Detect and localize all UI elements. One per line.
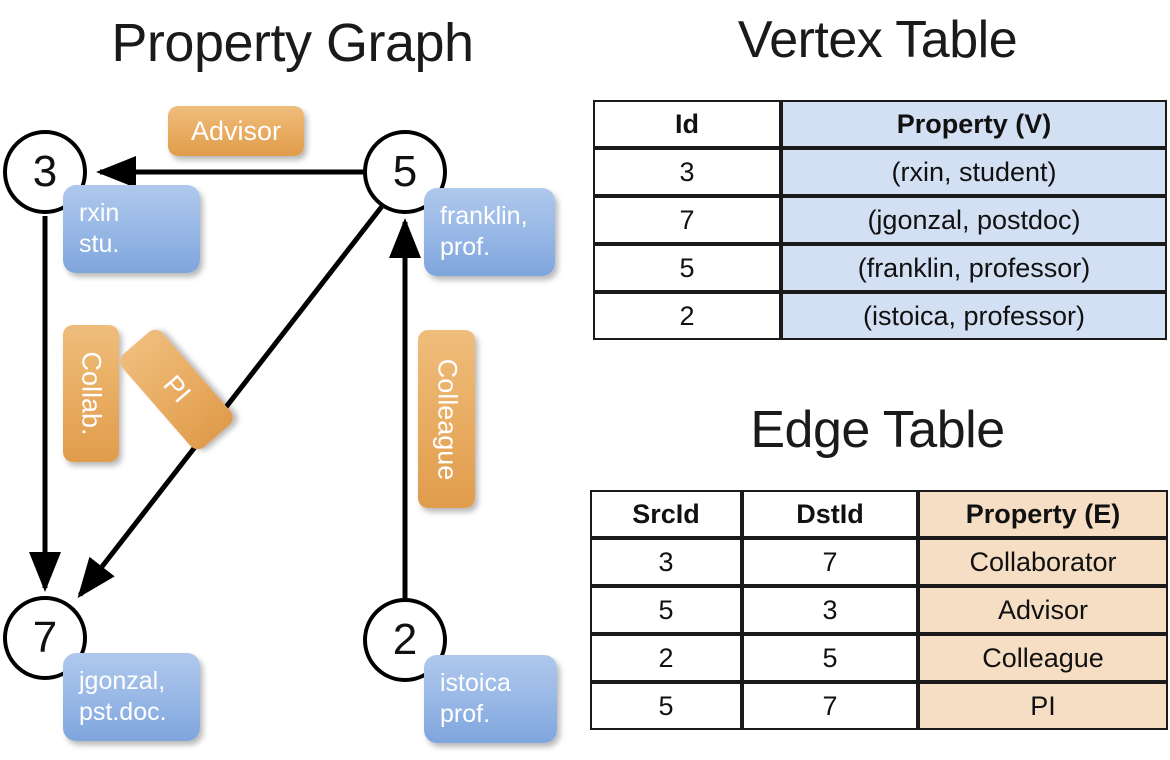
node-property-box-3: rxin stu. [63, 185, 200, 273]
cell-property: Collaborator [918, 538, 1168, 586]
cell-dstid: 5 [742, 634, 918, 682]
table-row[interactable]: 2 5 Colleague [590, 634, 1168, 682]
node-property-line-2: pst.doc. [79, 698, 167, 726]
edge-label-text: Collab. [76, 351, 107, 436]
node-property-box-5: franklin, prof. [424, 188, 555, 276]
cell-property: (jgonzal, postdoc) [781, 196, 1167, 244]
table-row[interactable]: 3 7 Collaborator [590, 538, 1168, 586]
edge-label-collab: Collab. [63, 325, 119, 462]
page-title-property-graph: Property Graph [111, 13, 474, 73]
edge-table: SrcId DstId Property (E) 3 7 Collaborato… [590, 490, 1168, 730]
vertex-table: Id Property (V) 3 (rxin, student) 7 (jgo… [593, 100, 1167, 340]
cell-property: Colleague [918, 634, 1168, 682]
cell-property: PI [918, 682, 1168, 730]
cell-id: 3 [593, 148, 781, 196]
node-property-box-2: istoica prof. [424, 655, 557, 743]
table-row[interactable]: 7 (jgonzal, postdoc) [593, 196, 1167, 244]
cell-property: Advisor [918, 586, 1168, 634]
graph-node-5[interactable]: 5 [363, 130, 447, 214]
cell-srcid: 3 [590, 538, 742, 586]
cell-property: (franklin, professor) [781, 244, 1167, 292]
page-title-edge-table: Edge Table [750, 401, 1005, 459]
edge-label-colleague: Colleague [418, 330, 475, 508]
node-property-line-1: istoica [440, 668, 511, 697]
node-property-line-1: jgonzal, [79, 666, 166, 695]
cell-dstid: 7 [742, 682, 918, 730]
page-title-vertex-table: Vertex Table [737, 11, 1018, 69]
table-row[interactable]: 5 3 Advisor [590, 586, 1168, 634]
node-property-line-1: franklin, [440, 201, 528, 230]
column-header-dstid: DstId [742, 490, 918, 538]
table-row[interactable]: 5 (franklin, professor) [593, 244, 1167, 292]
property-graph-diagram: 3 5 7 2 rxin stu. franklin, prof. jgonza… [3, 106, 557, 743]
cell-property: (istoica, professor) [781, 292, 1167, 340]
graph-edge-arrows [29, 156, 421, 599]
table-header-row: SrcId DstId Property (E) [590, 490, 1168, 538]
cell-id: 2 [593, 292, 781, 340]
cell-srcid: 2 [590, 634, 742, 682]
table-row[interactable]: 3 (rxin, student) [593, 148, 1167, 196]
edge-arrow-5-to-7 [77, 203, 385, 599]
column-header-property-v: Property (V) [781, 100, 1167, 148]
node-property-line-2: prof. [440, 233, 491, 261]
cell-srcid: 5 [590, 682, 742, 730]
node-property-line-1: rxin [79, 198, 120, 227]
edge-label-advisor: Advisor [168, 106, 304, 156]
table-header-row: Id Property (V) [593, 100, 1167, 148]
column-header-srcid: SrcId [590, 490, 742, 538]
cell-id: 7 [593, 196, 781, 244]
cell-dstid: 7 [742, 538, 918, 586]
edge-label-text: PI [157, 369, 197, 409]
graph-node-2[interactable]: 2 [363, 598, 447, 682]
cell-id: 5 [593, 244, 781, 292]
table-row[interactable]: 2 (istoica, professor) [593, 292, 1167, 340]
node-property-line-2: prof. [440, 700, 491, 728]
edge-label-text: Advisor [190, 115, 282, 146]
cell-dstid: 3 [742, 586, 918, 634]
column-header-id: Id [593, 100, 781, 148]
cell-property: (rxin, student) [781, 148, 1167, 196]
edge-label-text: Colleague [432, 358, 462, 480]
column-header-property-e: Property (E) [918, 490, 1168, 538]
cell-srcid: 5 [590, 586, 742, 634]
table-row[interactable]: 5 7 PI [590, 682, 1168, 730]
node-property-line-2: stu. [79, 230, 120, 258]
node-property-box-7: jgonzal, pst.doc. [63, 653, 200, 741]
